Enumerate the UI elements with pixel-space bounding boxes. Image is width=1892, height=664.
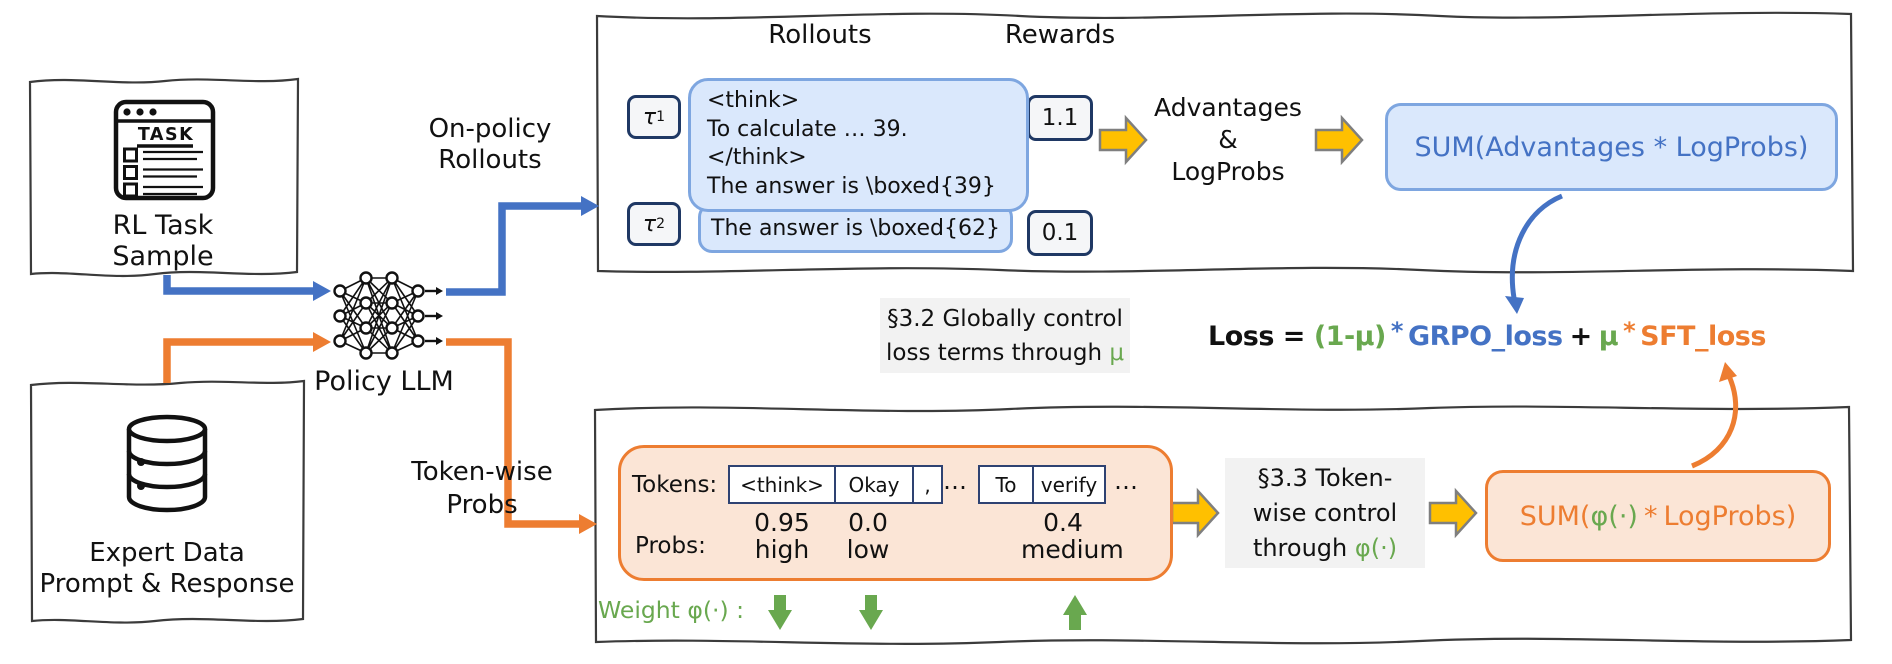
reward2-badge: 0.1 <box>1027 210 1093 256</box>
token-wise-probs-label: Token-wise Probs <box>407 456 557 522</box>
section-3-3-line2: wise control <box>1252 498 1398 527</box>
section-3-2-line1: §3.2 Globally control <box>887 305 1123 332</box>
phi-symbol: φ(·) <box>1354 533 1398 562</box>
grpo-loss-curved-arrow <box>1505 193 1563 314</box>
advantages-to-sum-arrow <box>1314 114 1364 166</box>
section-3-2-note: §3.2 Globally control loss terms through… <box>880 298 1130 373</box>
prob-level-1: high <box>754 535 810 564</box>
sft-sum-star: * <box>1643 500 1658 532</box>
token-cell-to: To <box>978 465 1034 504</box>
tau2-symbol: τ <box>642 211 657 237</box>
section-3-2-line2: loss terms through μ <box>886 336 1124 370</box>
token-ellipsis-1: … <box>943 467 967 495</box>
prob-level-3: medium <box>1021 535 1124 564</box>
rollout1-box: <think> To calculate … 39. </think> The … <box>688 78 1029 212</box>
rl-task-label-line1: RL Task <box>112 210 214 241</box>
sft-sum-phi: φ(·) <box>1590 500 1638 532</box>
rollout1-line2: To calculate … 39. <box>707 116 908 142</box>
section-3-3-line1: §3.3 Token- <box>1257 463 1393 492</box>
one-minus-mu-term: (1-μ) <box>1313 321 1387 352</box>
plus-sign: + <box>1569 321 1593 352</box>
token-wise-label-line1: Token-wise <box>411 457 553 487</box>
rollout1-line3: </think> <box>707 145 807 170</box>
tokens-to-note-arrow <box>1170 487 1220 539</box>
weight-down-arrow-1 <box>768 595 792 630</box>
rollouts-header: Rollouts <box>768 20 872 50</box>
star-orange: * <box>1623 317 1636 345</box>
advantages-line3: LogProbs <box>1171 157 1285 186</box>
mu-symbol: μ <box>1109 339 1124 366</box>
policy-to-bottom-panel-arrow <box>446 338 597 534</box>
expert-data-label: Expert Data Prompt & Response <box>36 538 298 600</box>
section-3-3-note: §3.3 Token- wise control through φ(·) <box>1225 458 1425 568</box>
database-icon <box>126 414 208 513</box>
token-cell-okay: Okay <box>834 465 914 504</box>
prob-item-1: 0.95 high <box>740 509 824 563</box>
token-cell-verify: verify <box>1032 465 1106 504</box>
advantages-logprobs-label: Advantages & LogProbs <box>1143 92 1313 188</box>
rewards-header: Rewards <box>1004 20 1116 50</box>
prob-value-3: 0.4 <box>1043 508 1083 537</box>
expert-data-label-line2: Prompt & Response <box>39 569 295 599</box>
token-ellipsis-2: … <box>1114 467 1138 495</box>
sft-sum-suffix: LogProbs) <box>1663 500 1797 532</box>
token-wise-label-line2: Probs <box>446 490 518 520</box>
section-3-3-line3-text: through <box>1252 533 1355 562</box>
tau1-symbol: τ <box>642 104 657 130</box>
advantages-line2: & <box>1218 125 1238 154</box>
token-cell-think: <think> <box>728 465 836 504</box>
policy-llm-label: Policy LLM <box>314 366 454 397</box>
advantages-line1: Advantages <box>1154 93 1302 122</box>
prob-item-2: 0.0 low <box>826 509 910 563</box>
tau1-subscript: 1 <box>656 109 666 125</box>
rollout1-line1: <think> <box>707 88 800 113</box>
weight-down-arrow-2 <box>859 595 883 630</box>
tokens-label: Tokens: <box>632 472 718 498</box>
policy-to-top-panel-arrow <box>446 196 599 296</box>
sft-sum-formula-box: SUM(φ(·)*LogProbs) <box>1485 470 1831 562</box>
star-blue: * <box>1390 317 1404 345</box>
prob-item-3: 0.4 medium <box>1021 508 1124 564</box>
mu-term: μ <box>1598 321 1619 352</box>
task-list-icon: TASK <box>113 99 216 201</box>
token-cell-comma: , <box>912 465 943 504</box>
rl-task-label: RL Task Sample <box>53 210 273 272</box>
weight-phi-label: Weight φ(·) : <box>598 596 745 624</box>
sft-loss-term: SFT_loss <box>1640 321 1766 352</box>
rewards-to-advantages-arrow <box>1098 114 1148 166</box>
rl-to-policy-arrow <box>163 275 331 301</box>
reward1-badge: 1.1 <box>1027 95 1093 141</box>
sft-sum-prefix: SUM( <box>1519 500 1591 532</box>
rollout1-line4: The answer is \boxed{39} <box>707 173 996 199</box>
sft-loss-curved-arrow <box>1691 362 1739 469</box>
expert-to-policy-arrow <box>163 332 331 383</box>
grpo-sum-formula-box: SUM(Advantages * LogProbs) <box>1385 103 1838 191</box>
weight-up-arrow <box>1063 595 1087 630</box>
on-policy-label-line2: Rollouts <box>438 145 542 175</box>
section-3-3-line3: through φ(·) <box>1253 531 1397 566</box>
rl-task-label-line2: Sample <box>112 241 214 272</box>
tau2-subscript: 2 <box>656 216 666 232</box>
policy-llm-network-icon <box>333 271 443 360</box>
section-3-2-line2-text: loss terms through <box>886 339 1110 366</box>
loss-equation-prefix: Loss = <box>1208 321 1314 352</box>
note-to-sum-arrow <box>1428 487 1478 539</box>
prob-level-2: low <box>846 535 890 564</box>
token-cells-group1: <think> Okay , <box>728 465 943 504</box>
on-policy-rollouts-label: On-policy Rollouts <box>415 114 565 176</box>
on-policy-label-line1: On-policy <box>428 114 552 144</box>
token-cells-group2: To verify <box>978 465 1106 504</box>
prob-value-2: 0.0 <box>848 508 888 537</box>
loss-equation: Loss = (1-μ)*GRPO_loss+μ*SFT_loss <box>1208 317 1766 352</box>
probs-label: Probs: <box>635 533 706 559</box>
prob-value-1: 0.95 <box>754 508 810 537</box>
grpo-loss-term: GRPO_loss <box>1407 321 1563 352</box>
expert-data-label-line1: Expert Data <box>89 538 245 568</box>
task-icon-label: TASK <box>138 125 194 145</box>
